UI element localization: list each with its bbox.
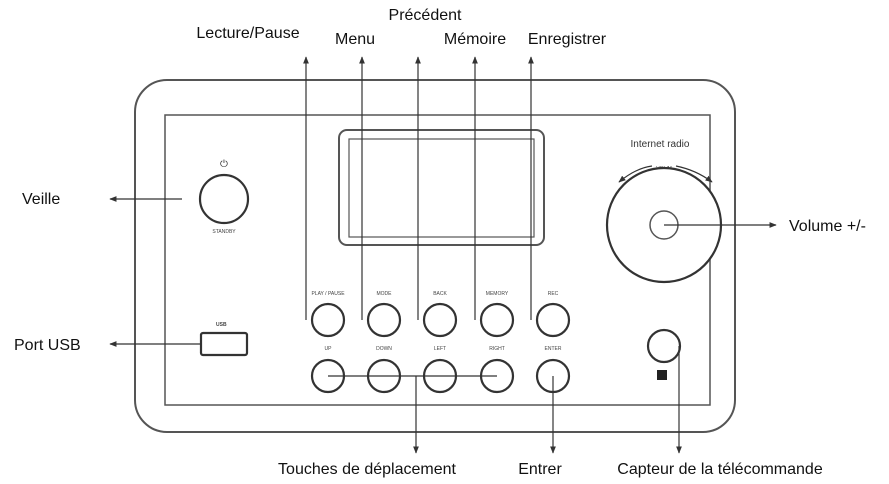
usb-port[interactable] — [199, 331, 249, 357]
memory-caption: MEMORY — [486, 291, 509, 297]
label-play-pause: Lecture/Pause — [196, 25, 299, 42]
label-remote-sensor: Capteur de la télécommande — [617, 461, 823, 478]
label-usb-port: Port USB — [14, 337, 81, 354]
display-screen-outer — [338, 129, 545, 246]
label-menu: Menu — [335, 31, 375, 48]
memory-button[interactable] — [479, 302, 515, 338]
usb-logo-icon: USB — [216, 322, 227, 328]
device-outer-case — [134, 79, 736, 433]
back-caption: BACK — [433, 291, 447, 297]
label-enter: Entrer — [518, 461, 562, 478]
rec-caption: REC — [548, 291, 559, 297]
display-screen-inner — [348, 138, 535, 238]
menu-button[interactable] — [366, 302, 402, 338]
label-standby: Veille — [22, 191, 60, 208]
record-button[interactable] — [535, 302, 571, 338]
down-caption: DOWN — [376, 346, 392, 352]
label-memory: Mémoire — [444, 31, 506, 48]
volume-arc-right — [675, 165, 713, 183]
remote-sensor — [646, 328, 682, 364]
mode-caption: MODE — [377, 291, 393, 297]
up-caption: UP — [325, 346, 333, 352]
play-pause-caption: PLAY / PAUSE — [311, 291, 345, 297]
play-pause-button[interactable] — [310, 302, 346, 338]
top-button-row: PLAY / PAUSE MODE BACK MEMORY REC — [310, 291, 571, 338]
label-previous: Précédent — [389, 7, 462, 24]
bottom-button-row: UP DOWN LEFT RIGHT ENTER — [310, 346, 571, 394]
power-symbol-icon: ⏻ — [220, 159, 228, 170]
label-volume: Volume +/- — [789, 218, 866, 235]
standby-caption: STANDBY — [212, 229, 236, 235]
remote-sensor-indicator — [657, 370, 667, 380]
device-title: Internet radio — [631, 139, 690, 150]
left-caption: LEFT — [434, 346, 446, 352]
label-navigation-keys: Touches de déplacement — [278, 461, 456, 478]
back-button[interactable] — [422, 302, 458, 338]
label-record: Enregistrer — [528, 31, 607, 48]
standby-knob[interactable] — [198, 173, 250, 225]
enter-caption: ENTER — [545, 346, 562, 352]
right-caption: RIGHT — [489, 346, 505, 352]
volume-arc-left — [618, 165, 653, 183]
